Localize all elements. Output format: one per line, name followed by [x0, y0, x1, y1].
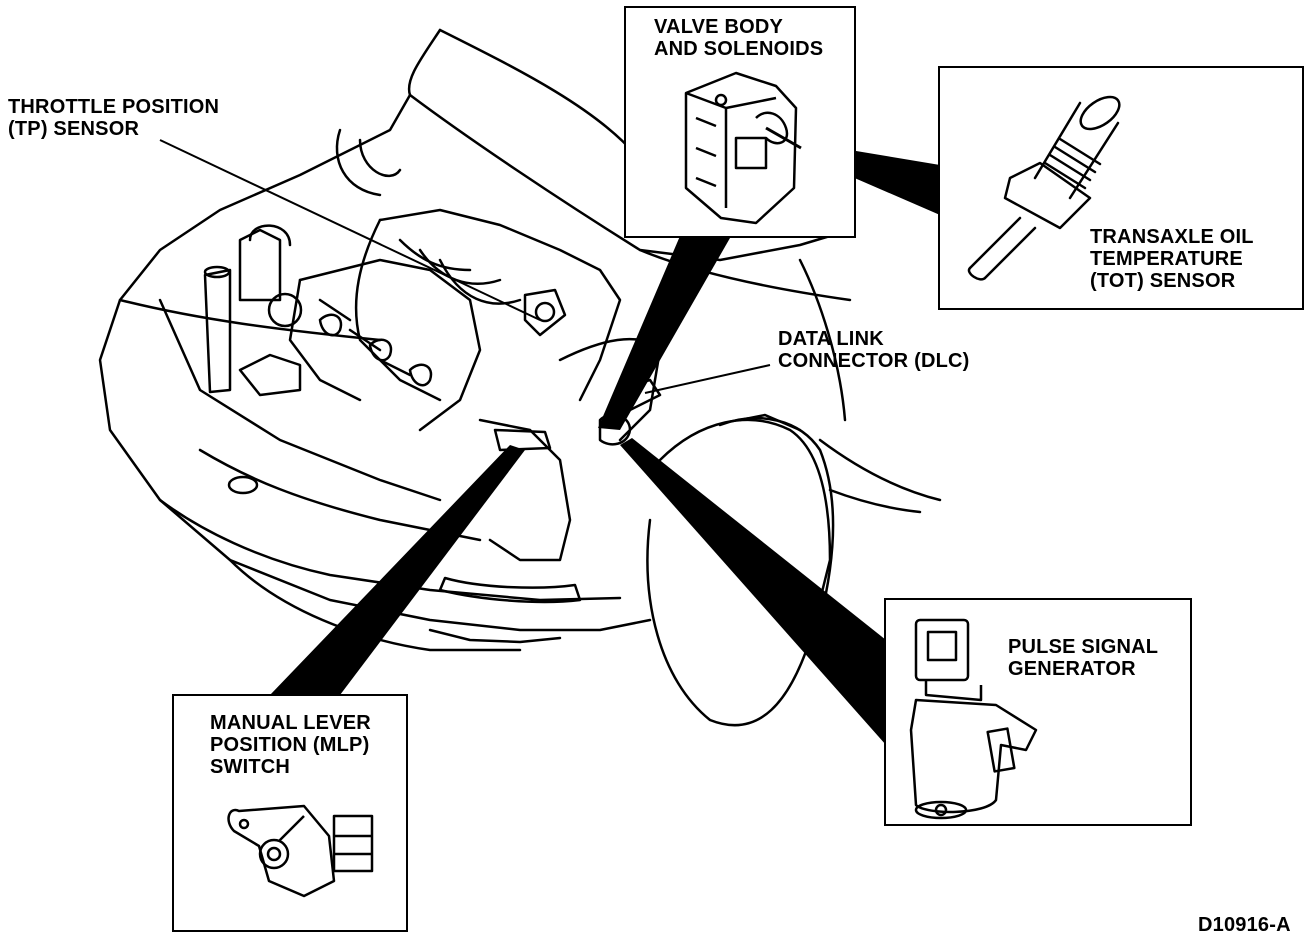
psg-illustration: [909, 618, 1038, 820]
mlp-label: MANUAL LEVER POSITION (MLP) SWITCH: [210, 712, 371, 778]
dlc-label: DATA LINK CONNECTOR (DLC): [778, 328, 970, 372]
tot-sensor-illustration: [967, 95, 1121, 281]
psg-label: PULSE SIGNAL GENERATOR: [1008, 636, 1159, 680]
mlp-switch-illustration: [227, 804, 374, 898]
figure-id-label: D10916-A: [1198, 914, 1291, 936]
psg-callout-box: [884, 598, 1192, 826]
tp-sensor-label: THROTTLE POSITION (TP) SENSOR: [8, 96, 220, 140]
tot-sensor-callout-box: [938, 66, 1304, 310]
tot-sensor-label: TRANSAXLE OIL TEMPERATURE (TOT) SENSOR: [1090, 226, 1254, 292]
mlp-switch-callout-box: [172, 694, 408, 932]
valve-body-label: VALVE BODY AND SOLENOIDS: [654, 16, 824, 60]
valve-body-illustration: [684, 71, 802, 225]
valve-body-callout-box: [624, 6, 856, 238]
